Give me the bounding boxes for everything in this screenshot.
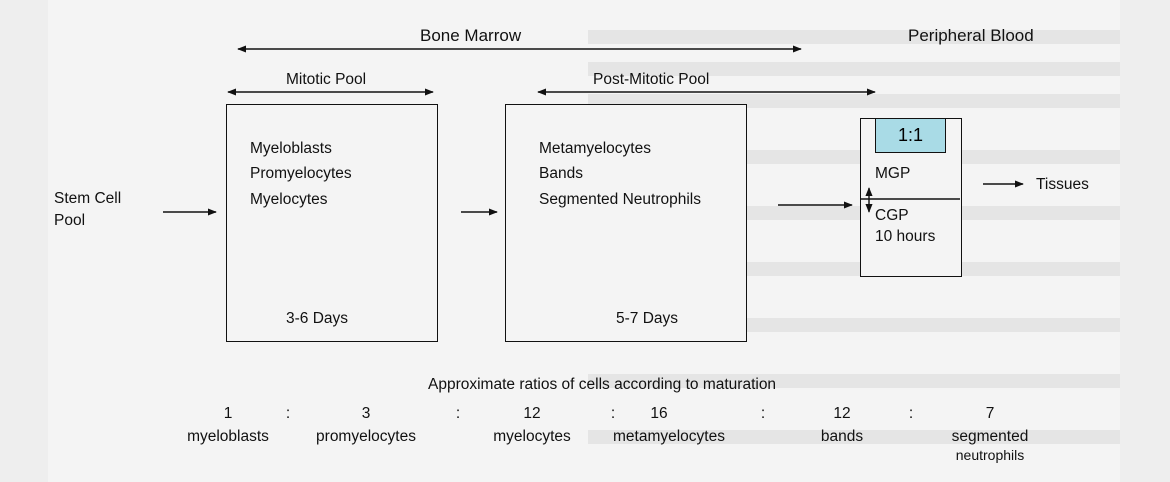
mitotic-pool-label: Mitotic Pool (286, 71, 367, 88)
ratio-label-myeloblasts: myeloblasts (187, 428, 269, 445)
mitotic-cell-promyelocytes: Promyelocytes (250, 165, 352, 182)
figure-page: 1:1 Bone Marrow Peripheral Blood Mitotic… (48, 0, 1120, 482)
mitotic-pool-box (226, 104, 438, 342)
post-mitotic-duration-label: 5-7 Days (616, 310, 679, 327)
ratio-label-promyelocytes: promyelocytes (316, 428, 416, 445)
ratio-value-bands: 12 (833, 405, 851, 422)
ratio-value-promyelocytes: 3 (361, 405, 371, 422)
mitotic-cell-myelocytes: Myelocytes (250, 191, 328, 208)
ratio-label-metamyelocytes: metamyelocytes (613, 428, 725, 445)
ratio-value-segmented-neutrophils: 7 (985, 405, 995, 422)
ratio-separator: : (760, 405, 766, 422)
post-mitotic-cell-segmented: Segmented Neutrophils (539, 191, 701, 208)
background-text-band (588, 374, 1120, 388)
ratio-label-myelocytes: myelocytes (493, 428, 571, 445)
post-mitotic-cell-metamyelocytes: Metamyelocytes (539, 140, 651, 157)
ratio-label-segmented: segmented (951, 428, 1029, 445)
cgp-label: CGP (875, 207, 909, 224)
ratio-separator: : (455, 405, 461, 422)
ratio-value-myeloblasts: 1 (223, 405, 233, 422)
background-text-band (588, 62, 1120, 76)
ratio-separator: : (908, 405, 914, 422)
post-mitotic-cell-bands: Bands (539, 165, 583, 182)
peripheral-blood-label: Peripheral Blood (908, 26, 1034, 45)
mitotic-duration-label: 3-6 Days (286, 310, 349, 327)
background-text-band (588, 430, 1120, 444)
ratio-separator: : (610, 405, 616, 422)
mitotic-cell-myeloblasts: Myeloblasts (250, 140, 332, 157)
ratios-title: Approximate ratios of cells according to… (428, 376, 777, 393)
ratio-label-neutrophils: neutrophils (955, 447, 1025, 463)
stem-cell-pool-line1: Stem Cell (54, 190, 122, 207)
post-mitotic-pool-label: Post-Mitotic Pool (593, 71, 710, 88)
cgp-time-label: 10 hours (875, 228, 936, 245)
ratio-value-metamyelocytes: 16 (650, 405, 668, 422)
post-mitotic-pool-box (505, 104, 747, 342)
ratio-value-myelocytes: 12 (523, 405, 541, 422)
blood-ratio-box: 1:1 (875, 118, 946, 153)
arrows-layer (163, 45, 1024, 216)
ratio-separator: : (285, 405, 291, 422)
stem-cell-pool-line2: Pool (54, 212, 86, 229)
background-text-band (588, 30, 1120, 44)
bone-marrow-label: Bone Marrow (420, 26, 522, 45)
mgp-label: MGP (875, 165, 911, 182)
ratio-label-bands: bands (820, 428, 864, 445)
tissues-label: Tissues (1036, 176, 1089, 193)
